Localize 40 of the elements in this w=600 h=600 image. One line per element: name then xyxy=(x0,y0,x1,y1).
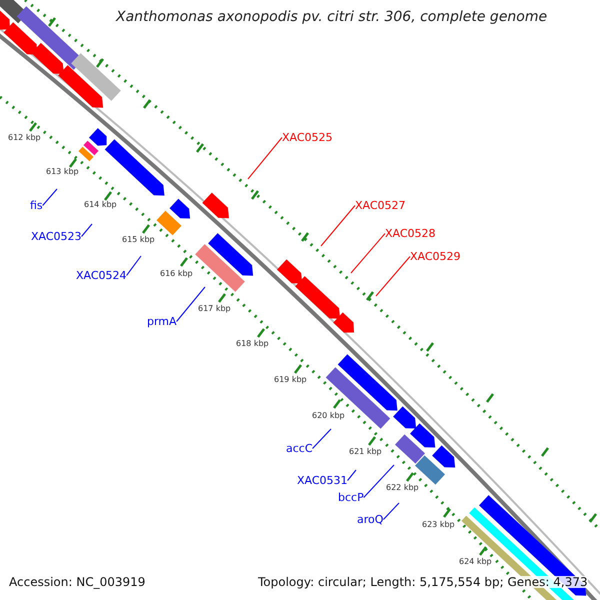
scale-label: 615 kbp xyxy=(122,236,155,244)
scale-label: 612 kbp xyxy=(8,134,41,142)
leader-line xyxy=(382,502,400,520)
gene-label: accC xyxy=(286,443,313,454)
leader-line xyxy=(176,286,206,322)
gene-label: XAC0523 xyxy=(31,231,82,242)
scale-label: 618 kbp xyxy=(236,340,269,348)
scale-label: 619 kbp xyxy=(274,376,307,384)
gene-label: bccP xyxy=(338,492,364,503)
leader-line xyxy=(363,464,394,498)
scale-label: 624 kbp xyxy=(459,558,492,566)
scale-label: 617 kbp xyxy=(198,305,231,313)
gene-label: fis xyxy=(30,200,43,211)
scale-label: 621 kbp xyxy=(349,448,382,456)
gene-label: XAC0528 xyxy=(385,228,436,239)
gene-label: XAC0529 xyxy=(410,251,461,262)
scale-label: 614 kbp xyxy=(84,201,117,209)
gene-label: XAC0524 xyxy=(76,270,127,281)
gene-label: aroQ xyxy=(357,514,384,525)
scale-label: 616 kbp xyxy=(160,270,193,278)
genome-info-text: Topology: circular; Length: 5,175,554 bp; Genes: 4,373 xyxy=(258,576,588,588)
scale-label: 620 kbp xyxy=(312,412,345,420)
scale-label: 613 kbp xyxy=(46,168,79,176)
gene-label: XAC0531 xyxy=(297,475,348,486)
scale-label: 623 kbp xyxy=(422,521,455,529)
scale-label: 622 kbp xyxy=(386,484,419,492)
leader-line xyxy=(126,256,142,276)
leader-line xyxy=(248,137,282,180)
gene-label: prmA xyxy=(147,316,177,327)
leader-line xyxy=(350,233,386,274)
leader-line xyxy=(376,256,410,296)
title: Xanthomonas axonopodis pv. citri str. 306, complete genome xyxy=(116,10,548,24)
leader-line xyxy=(320,205,356,246)
leader-line xyxy=(42,188,58,206)
accession-text: Accession: NC_003919 xyxy=(9,576,146,588)
gene-label: XAC0525 xyxy=(282,132,333,143)
gene-label: XAC0527 xyxy=(355,200,406,211)
leader-line xyxy=(312,428,332,449)
leader-line xyxy=(347,470,356,481)
leader-line xyxy=(81,224,92,237)
